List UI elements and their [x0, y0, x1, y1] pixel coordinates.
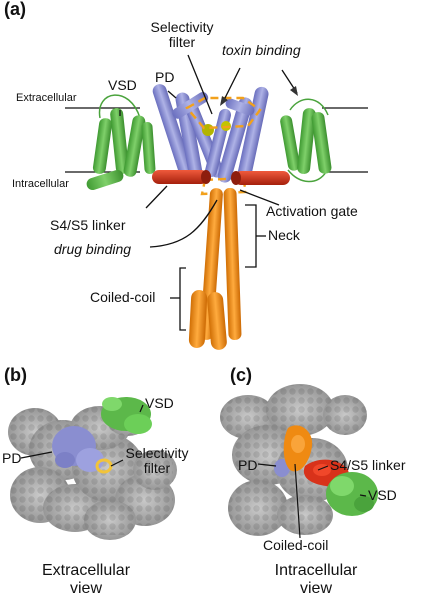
- extracellular-surface: [8, 397, 177, 540]
- panel-bc-leader-lines: [20, 404, 367, 539]
- extracellular-view-label: Extracellular view: [41, 562, 131, 597]
- drug-binding-label: drug binding: [54, 241, 132, 257]
- pd-c-label: PD: [238, 457, 258, 473]
- neck-label: Neck: [268, 227, 300, 243]
- panel-a-label: (a): [4, 0, 26, 19]
- s4s5-linker-label: S4/S5 linker: [50, 217, 126, 233]
- panel-a-leader-lines: [119, 54, 298, 331]
- selectivity-filter-b-label: Selectivity filter: [125, 445, 189, 476]
- activation-gate-label: Activation gate: [266, 203, 358, 219]
- coiled-coil-c-label: Coiled-coil: [263, 537, 329, 553]
- panel-c-label: (c): [230, 365, 252, 385]
- intracellular-label: Intracellular: [12, 178, 69, 190]
- intracellular-view-label: Intracellular view: [274, 562, 358, 597]
- pd-b-label: PD: [2, 450, 22, 466]
- toxin-binding-label: toxin binding: [222, 42, 301, 58]
- coiled-coil-helices: [188, 188, 242, 350]
- intracellular-surface: [220, 384, 378, 536]
- extracellular-label: Extracellular: [16, 92, 77, 104]
- s4s5-linker-helices: [152, 170, 290, 185]
- pd-label: PD: [155, 69, 175, 85]
- panel-b-label: (b): [4, 365, 27, 385]
- selectivity-filter-label: Selectivity filter: [150, 19, 214, 50]
- vsd-c-label: VSD: [368, 487, 397, 503]
- vsd-right-helices: [280, 98, 332, 183]
- vsd-b-label: VSD: [145, 395, 174, 411]
- s4s5-linker-c-label: S4/S5 linker: [330, 457, 406, 473]
- coiled-coil-label: Coiled-coil: [90, 289, 156, 305]
- pore-domain-helices: [152, 84, 269, 183]
- vsd-label: VSD: [108, 77, 137, 93]
- vsd-left-helices: [86, 94, 156, 191]
